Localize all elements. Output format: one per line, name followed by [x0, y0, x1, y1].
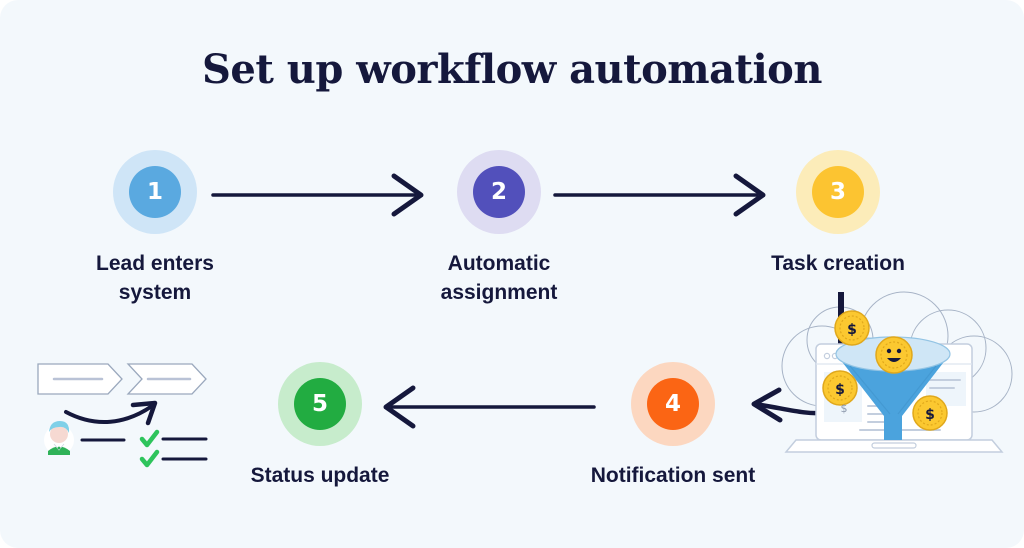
workflow-checklist-illustration — [37, 363, 208, 468]
step-5-halo: 5 — [278, 362, 362, 446]
sales-funnel-illustration: $ $ $ $ — [781, 291, 1013, 453]
coin-smiley-icon — [875, 336, 913, 374]
coin-dollar-left: $ $ — [822, 370, 858, 415]
step-4-badge: 4 — [647, 378, 699, 430]
step-3-badge: 3 — [812, 166, 864, 218]
step-4-halo: 4 — [631, 362, 715, 446]
arrow-step2-to-step3 — [553, 173, 766, 217]
step-2-label-line2: assignment — [440, 280, 558, 304]
step-node-4[interactable]: 4 Notification sent — [573, 362, 773, 491]
step-1-label-line2: system — [118, 280, 192, 304]
step-2-number: 2 — [490, 179, 507, 205]
step-1-label-line1: Lead enters — [96, 252, 214, 275]
svg-text:$: $ — [847, 322, 857, 338]
check-row-2 — [139, 449, 208, 468]
step-node-1[interactable]: 1 Lead enters system — [55, 150, 255, 308]
step-5-number: 5 — [311, 391, 328, 417]
step-node-5[interactable]: 5 Status update — [220, 362, 420, 491]
step-node-3[interactable]: 3 Task creation — [738, 150, 938, 279]
coin-dollar-right: $ — [912, 395, 948, 431]
step-3-label-line1: Task creation — [771, 252, 905, 275]
coin-dollar-top: $ — [834, 310, 870, 346]
step-2-label: Automatic assignment — [399, 250, 599, 308]
chevron-banner-right — [126, 363, 207, 395]
curved-arrow-icon — [64, 400, 158, 426]
step-5-label: Status update — [220, 462, 420, 491]
svg-text:$: $ — [841, 402, 848, 415]
step-1-halo: 1 — [113, 150, 197, 234]
chevron-banner-left — [37, 363, 123, 395]
arrow-step4-to-step5 — [383, 385, 596, 429]
page-title: Set up workflow automation — [202, 46, 822, 93]
arrow-step1-to-step2 — [211, 173, 424, 217]
svg-text:$: $ — [835, 382, 845, 398]
step-4-number: 4 — [664, 391, 681, 417]
step-5-label-line1: Status update — [250, 464, 390, 487]
step-node-2[interactable]: 2 Automatic assignment — [399, 150, 599, 308]
check-row-1 — [139, 429, 208, 448]
step-2-label-line1: Automatic — [447, 252, 551, 275]
step-3-halo: 3 — [796, 150, 880, 234]
step-4-label: Notification sent — [573, 462, 773, 491]
svg-text:$: $ — [925, 407, 935, 423]
step-1-badge: 1 — [129, 166, 181, 218]
avatar — [44, 421, 74, 455]
step-1-number: 1 — [146, 179, 163, 205]
step-3-number: 3 — [829, 179, 846, 205]
step-2-halo: 2 — [457, 150, 541, 234]
step-3-label: Task creation — [738, 250, 938, 279]
step-2-badge: 2 — [473, 166, 525, 218]
laptop-base — [784, 439, 1004, 453]
step-5-badge: 5 — [294, 378, 346, 430]
step-4-label-line1: Notification sent — [590, 464, 756, 487]
step-1-label: Lead enters system — [55, 250, 255, 308]
